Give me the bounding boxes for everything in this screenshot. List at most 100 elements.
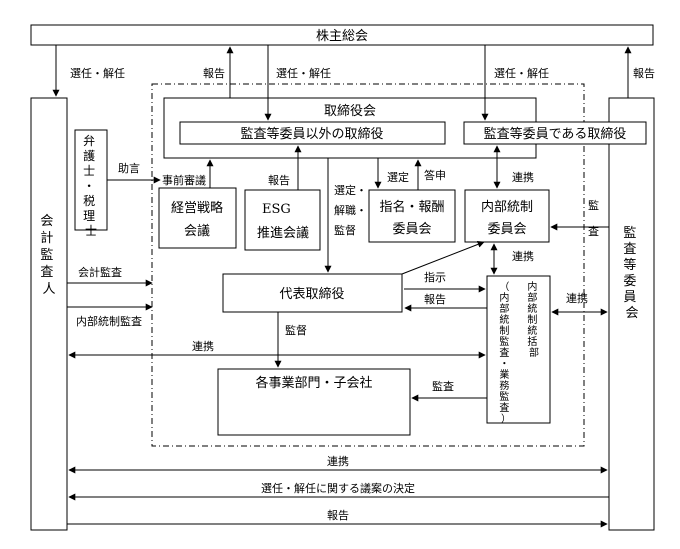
label-decision: 選任・解任に関する議案の決定 <box>261 481 415 495</box>
iad-char: ・ <box>499 359 509 370</box>
board-label: 取締役会 <box>324 103 376 119</box>
lawyer-tax-char: 護 <box>83 148 95 163</box>
label-audit-vertical: 監 査 <box>588 198 603 238</box>
label-ic-audit: 内部統制監査 <box>76 314 142 328</box>
iad-col-left: （ 内 部 統 制 監 査 ・ 業 務 監 査 ） <box>499 281 512 425</box>
lawyer-tax-char: 理 <box>83 209 95 223</box>
audit-committee-label: 監 査 等 委 員 会 <box>623 225 640 321</box>
label-accounting-audit: 会計監査 <box>78 265 122 279</box>
audit-committee-char: 員 <box>623 290 636 305</box>
iad-char: 括 <box>527 335 537 348</box>
esg-box: ESG 推進会議 <box>244 189 321 251</box>
label-icc-link: 連携 <box>512 170 534 184</box>
audit-committee-char: 等 <box>623 257 636 273</box>
label-iad-report: 報告 <box>424 293 446 306</box>
iad-char: 部 <box>527 291 537 304</box>
accounting-auditor-char: 計 <box>40 230 53 246</box>
iad-char: 統 <box>499 313 509 326</box>
label-audit-char: 監 <box>588 198 599 212</box>
iad-char: （ <box>499 281 509 293</box>
nomination-line2: 委員会 <box>392 222 431 237</box>
audit-committee-char: 委 <box>623 274 636 289</box>
label-appoint-audit-directors: 選任・解任 <box>494 66 549 80</box>
lawyer-tax-char: 士 <box>83 164 95 178</box>
label-prior-deliberation: 事前審議 <box>162 173 206 187</box>
iad-char: 査 <box>499 346 509 359</box>
label-appoint-auditor: 選任・解任 <box>70 66 125 80</box>
label-committee-report: 報告 <box>633 67 655 80</box>
lawyer-tax-char: 士 <box>85 224 97 238</box>
label-iad-audit: 監査 <box>432 379 454 393</box>
business-units-box: 各事業部門・子会社 <box>217 368 411 436</box>
audit-committee-char: 会 <box>625 306 638 321</box>
iad-char: 内 <box>527 280 537 293</box>
business-units-label: 各事業部門・子会社 <box>255 375 372 391</box>
label-iad-committee-link: 連携 <box>566 291 588 305</box>
iad-char: 統 <box>527 302 537 315</box>
accounting-auditor-char: 人 <box>42 282 55 297</box>
iad-char: ） <box>501 413 511 425</box>
icc-line2: 委員会 <box>487 222 526 237</box>
label-board-report: 報告 <box>203 67 225 80</box>
label-bottom-link: 連携 <box>327 454 349 468</box>
label-audit-char: 査 <box>588 224 599 238</box>
iad-char: 務 <box>499 379 509 392</box>
iad-char: 部 <box>529 346 539 359</box>
label-advice: 助言 <box>118 161 140 175</box>
accounting-auditor-char: 会 <box>40 214 53 229</box>
iad-char: 制 <box>527 313 537 326</box>
label-icc-iad-link: 連携 <box>512 249 534 263</box>
label-mid-link: 連携 <box>192 339 214 353</box>
audit-directors-label: 監査等委員である取締役 <box>484 126 627 142</box>
internal-control-committee-box: 内部統制 委員会 <box>464 189 550 243</box>
non-audit-directors-label: 監査等委員以外の取締役 <box>240 126 383 142</box>
shareholders-label: 株主総会 <box>316 29 368 44</box>
accounting-auditor-box: 会 計 監 査 人 <box>30 97 68 531</box>
iad-char: 内 <box>499 291 509 304</box>
label-esg-report: 報告 <box>268 174 290 187</box>
label-select: 選定 <box>387 170 409 184</box>
iad-char: 査 <box>499 401 509 414</box>
esg-line2: 推進会議 <box>257 226 309 241</box>
label-supervision: 監督 <box>285 323 307 337</box>
label-instruction: 指示 <box>424 270 446 284</box>
lawyer-tax-char: ・ <box>83 179 95 193</box>
arrow-rep-to-icc <box>401 241 485 275</box>
esg-line1: ESG <box>262 202 291 217</box>
mgmt-strategy-line2: 会議 <box>184 224 210 239</box>
iad-char: 制 <box>499 324 509 337</box>
non-audit-directors-box: 監査等委員以外の取締役 <box>179 121 446 145</box>
lawyer-tax-label: 弁 護 士 ・ 税 理 士 <box>83 133 99 238</box>
label-appoint-directors: 選任・解任 <box>276 66 331 80</box>
label-select-1: 選定・ <box>334 183 367 197</box>
internal-audit-dept-box: 内 部 統 制 統 括 部 （ 内 部 統 制 監 査 ・ 業 務 監 査 ） <box>486 275 551 425</box>
iad-char: 部 <box>499 302 509 315</box>
icc-line1: 内部統制 <box>481 199 533 215</box>
iad-col-right: 内 部 統 制 統 括 部 <box>527 280 540 359</box>
iad-char: 業 <box>499 368 509 381</box>
mgmt-strategy-line1: 経営戦略 <box>171 200 223 216</box>
lawyer-tax-char: 税 <box>83 194 95 208</box>
shareholders-box: 株主総会 <box>30 24 654 46</box>
audit-directors-box: 監査等委員である取締役 <box>463 121 647 145</box>
mgmt-strategy-box: 経営戦略 会議 <box>158 187 237 249</box>
accounting-auditor-label: 会 計 監 査 人 <box>40 214 57 297</box>
iad-char: 監 <box>499 390 509 403</box>
lawyer-tax-box: 弁 護 士 ・ 税 理 士 <box>74 129 108 238</box>
label-bottom-report: 報告 <box>327 509 349 522</box>
audit-committee-box: 監 査 等 委 員 会 <box>608 97 655 531</box>
iad-char: 監 <box>499 335 509 348</box>
nomination-line1: 指名・報酬 <box>379 199 444 215</box>
label-select-2: 解職・ <box>334 203 367 217</box>
representative-label: 代表取締役 <box>279 286 344 302</box>
label-select-3: 監督 <box>334 223 356 237</box>
representative-box: 代表取締役 <box>222 273 403 313</box>
company-boundary <box>151 83 585 447</box>
label-response: 答申 <box>424 168 446 182</box>
accounting-auditor-char: 査 <box>40 265 53 280</box>
nomination-box: 指名・報酬 委員会 <box>368 189 456 243</box>
audit-committee-char: 査 <box>623 242 636 257</box>
iad-char: 統 <box>527 324 537 337</box>
